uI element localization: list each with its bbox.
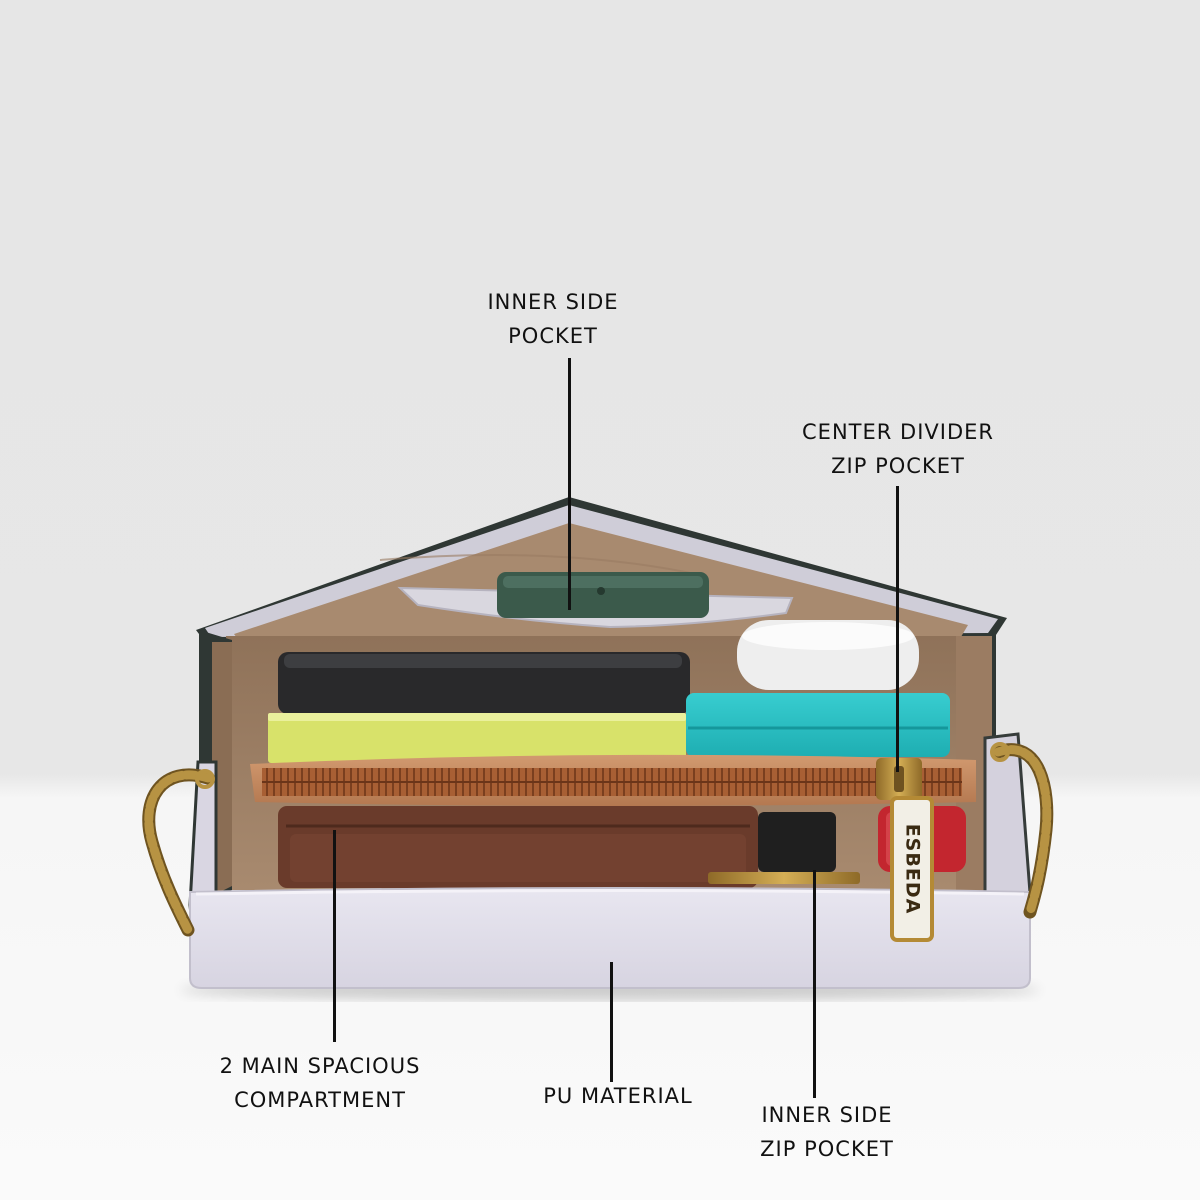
center-divider-zip-pocket xyxy=(250,754,976,806)
callout-line: INNER SIDE xyxy=(487,290,619,314)
zipper-slider xyxy=(876,758,922,800)
teal-jar xyxy=(686,693,950,757)
white-jar xyxy=(737,620,919,690)
callout-pu-material: PU MATERIAL xyxy=(518,1079,718,1113)
side-zip-pull xyxy=(708,872,860,884)
power-bank xyxy=(278,652,690,714)
notebook xyxy=(268,713,686,763)
callout-line: ZIP POCKET xyxy=(760,1137,894,1161)
callout-line: ZIP POCKET xyxy=(831,454,965,478)
leader-inner-side-zip-pocket xyxy=(813,870,816,1098)
leader-pu-material xyxy=(610,962,613,1082)
wallet xyxy=(278,806,758,888)
leader-inner-side-pocket xyxy=(568,358,571,610)
callout-main-compartment: 2 MAIN SPACIOUS COMPARTMENT xyxy=(195,1049,445,1117)
callout-inner-side-pocket: INNER SIDE POCKET xyxy=(453,285,653,353)
bag-left-side xyxy=(188,630,232,929)
leader-main-compartment xyxy=(333,830,336,1042)
right-chain-strap xyxy=(990,742,1054,919)
callout-line: PU MATERIAL xyxy=(543,1084,693,1108)
callout-line: 2 MAIN SPACIOUS xyxy=(219,1054,421,1078)
leader-center-divider-zip-pocket xyxy=(896,486,899,772)
callout-inner-side-zip-pocket: INNER SIDE ZIP POCKET xyxy=(727,1098,927,1166)
phone xyxy=(497,572,709,618)
callout-center-divider-zip-pocket: CENTER DIVIDER ZIP POCKET xyxy=(778,415,1018,483)
brand-tag: ESBEDA xyxy=(890,796,934,942)
callout-line: CENTER DIVIDER xyxy=(802,420,994,444)
callout-line: POCKET xyxy=(508,324,598,348)
callout-line: INNER SIDE xyxy=(761,1103,893,1127)
callout-line: COMPARTMENT xyxy=(234,1088,406,1112)
brand-tag-text: ESBEDA xyxy=(902,824,924,915)
left-chain-strap xyxy=(142,768,215,937)
black-cap xyxy=(758,812,836,872)
